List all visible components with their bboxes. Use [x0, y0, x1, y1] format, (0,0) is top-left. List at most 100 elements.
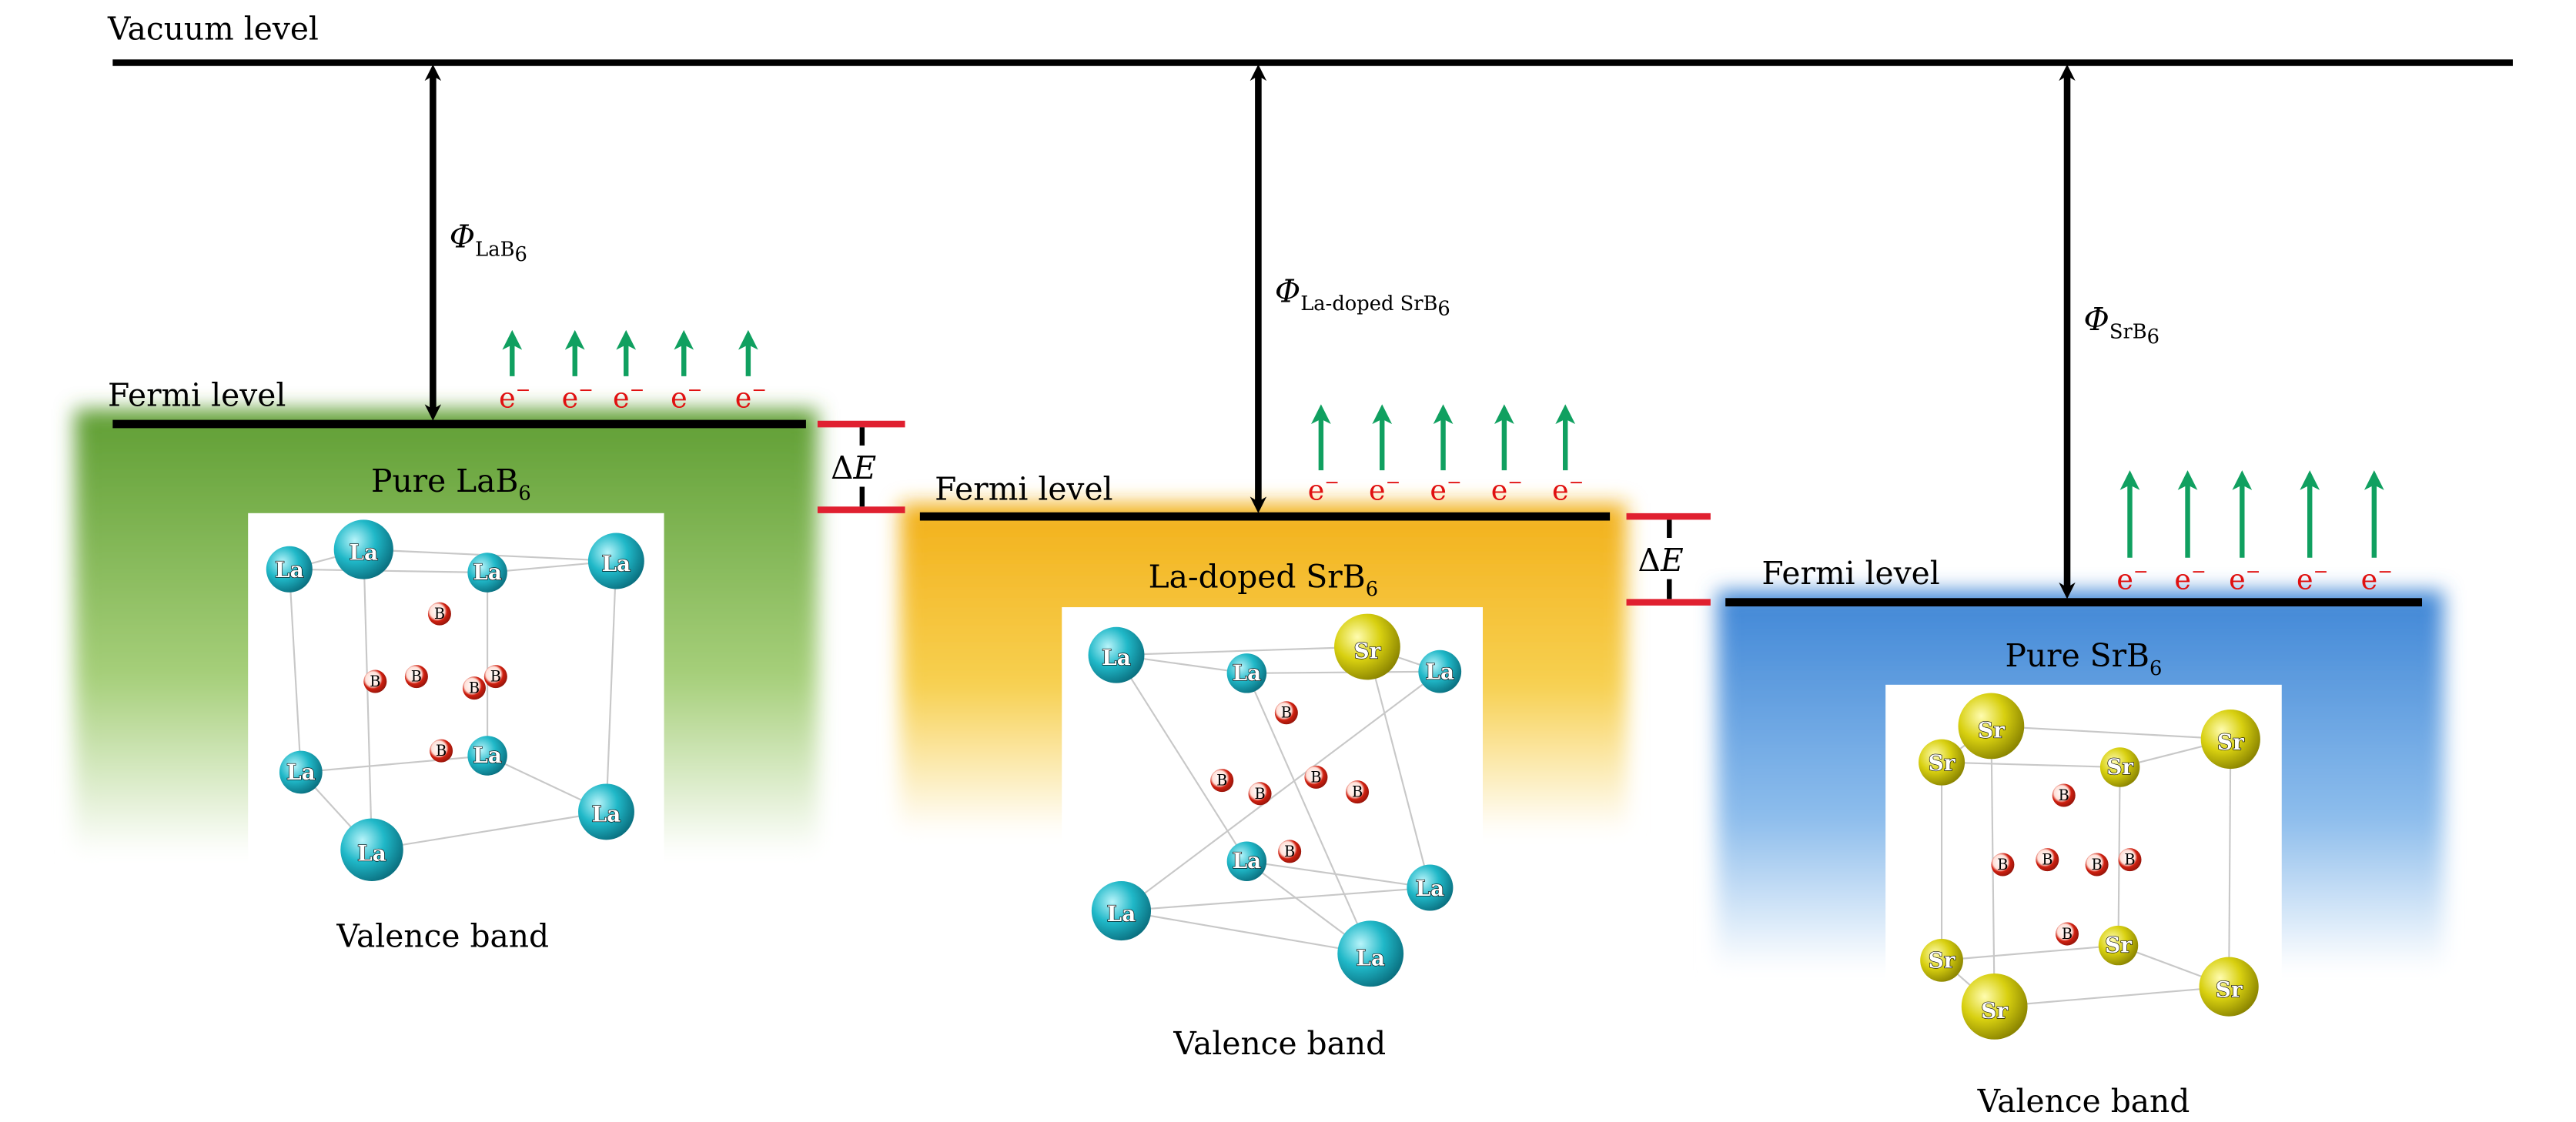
- lattice-edge: [605, 560, 617, 812]
- lattice-edge: [1994, 986, 2230, 1007]
- panel-title-srb6: Pure SrB6: [2006, 637, 2163, 680]
- valence-band-label-lab6: Valence band: [336, 918, 549, 955]
- atom-la: La: [340, 818, 403, 881]
- delta-e-marker-2: ΔE: [1626, 513, 1711, 606]
- atom-la: La: [1407, 864, 1454, 911]
- lattice-edge: [1941, 944, 2119, 961]
- phi-label-srb6: ΦSrB6: [2083, 301, 2159, 349]
- atom-label: La: [1102, 645, 1131, 670]
- fermi-label-la-doped-srb6: Fermi level: [935, 471, 1112, 508]
- atom-la: La: [1088, 626, 1145, 683]
- valence-band-label-srb6: Valence band: [1977, 1083, 2190, 1120]
- atom-label: B: [411, 668, 422, 686]
- atom-b: B: [2036, 848, 2059, 872]
- lattice-edge: [300, 754, 488, 773]
- atom-label: B: [1284, 843, 1295, 860]
- atom-b: B: [462, 676, 486, 700]
- electron-label-srb6: e−: [2297, 560, 2328, 596]
- atom-b: B: [2118, 848, 2142, 872]
- lattice-edge: [371, 810, 607, 851]
- electron-label-lab6: e−: [735, 379, 767, 415]
- atom-la: La: [333, 519, 393, 579]
- atom-label: Sr: [1978, 717, 2005, 743]
- atom-label: B: [469, 680, 480, 697]
- atom-b: B: [2056, 922, 2079, 946]
- atom-label: La: [1233, 660, 1262, 686]
- atom-label: Sr: [2106, 754, 2133, 780]
- atom-la: La: [1337, 920, 1404, 987]
- atom-sr: Sr: [1920, 939, 1963, 982]
- atom-label: La: [1356, 945, 1385, 970]
- atom-label: B: [370, 673, 380, 690]
- atom-label: B: [1216, 772, 1227, 790]
- atom-label: Sr: [2217, 730, 2244, 755]
- atom-label: B: [1254, 785, 1265, 803]
- atom-label: La: [473, 743, 502, 768]
- atom-label: B: [2124, 851, 2135, 869]
- electron-label-lab6: e−: [613, 379, 644, 415]
- lattice-edge: [1991, 725, 2231, 740]
- atom-b: B: [1210, 769, 1234, 793]
- electron-label-la-doped-srb6: e−: [1369, 472, 1400, 507]
- atom-b: B: [2085, 853, 2109, 877]
- electron-label-srb6: e−: [2116, 560, 2148, 596]
- atom-label: B: [1352, 783, 1363, 801]
- atom-b: B: [430, 739, 453, 763]
- electron-label-srb6: e−: [2229, 560, 2260, 596]
- atom-label: La: [1416, 876, 1445, 901]
- lattice-edge: [288, 569, 302, 773]
- atom-label: B: [1281, 704, 1292, 722]
- electron-label-lab6: e−: [562, 379, 594, 415]
- electron-label-srb6: e−: [2174, 560, 2206, 596]
- atom-la: La: [1226, 653, 1267, 693]
- atom-b: B: [1991, 853, 2015, 877]
- atom-b: B: [483, 665, 507, 689]
- atom-la: La: [1091, 880, 1152, 941]
- atom-label: B: [490, 668, 501, 686]
- atom-label: B: [1310, 768, 1321, 786]
- panel-title-la-doped-srb6: La-doped SrB6: [1149, 558, 1378, 601]
- atom-label: B: [436, 742, 447, 760]
- atom-label: Sr: [2216, 977, 2243, 1003]
- atom-la: La: [587, 533, 644, 589]
- atom-sr: Sr: [2099, 747, 2140, 787]
- lattice-edge: [1121, 910, 1371, 955]
- lattice-edge: [1120, 670, 1440, 912]
- atom-la: La: [266, 546, 313, 593]
- atom-label: B: [2059, 786, 2069, 804]
- atom-sr: Sr: [1958, 693, 2025, 760]
- electron-label-la-doped-srb6: e−: [1430, 472, 1461, 507]
- lattice-edge: [1116, 646, 1367, 656]
- atom-b: B: [2052, 783, 2076, 807]
- lattice-edge: [363, 549, 373, 850]
- atom-label: La: [1107, 901, 1136, 927]
- atom-sr: Sr: [2199, 957, 2259, 1017]
- atom-label: B: [1997, 856, 2008, 873]
- electron-label-lab6: e−: [671, 379, 702, 415]
- lattice-edge: [1121, 887, 1430, 912]
- atom-label: Sr: [1929, 948, 1955, 973]
- lattice-edge: [1246, 673, 1372, 954]
- electron-label-la-doped-srb6: e−: [1308, 472, 1340, 507]
- atom-la: La: [467, 736, 507, 776]
- atom-b: B: [427, 602, 451, 626]
- atom-b: B: [1248, 782, 1272, 806]
- atom-label: La: [286, 760, 316, 785]
- atom-label: Sr: [2105, 933, 2132, 958]
- lattice-edge: [289, 568, 488, 574]
- delta-e-label-2: ΔE: [1638, 542, 1684, 579]
- atom-b: B: [404, 665, 428, 689]
- electron-label-lab6: e−: [499, 379, 530, 415]
- atom-label: La: [349, 539, 378, 565]
- phi-label-la-doped-srb6: ΦLa-doped SrB6: [1275, 272, 1450, 320]
- atom-label: La: [473, 559, 502, 585]
- atom-label: La: [602, 551, 631, 576]
- atom-label: La: [275, 557, 304, 583]
- atom-sr: Sr: [1919, 739, 1965, 786]
- atom-label: B: [2062, 925, 2073, 943]
- electron-label-srb6: e−: [2361, 560, 2393, 596]
